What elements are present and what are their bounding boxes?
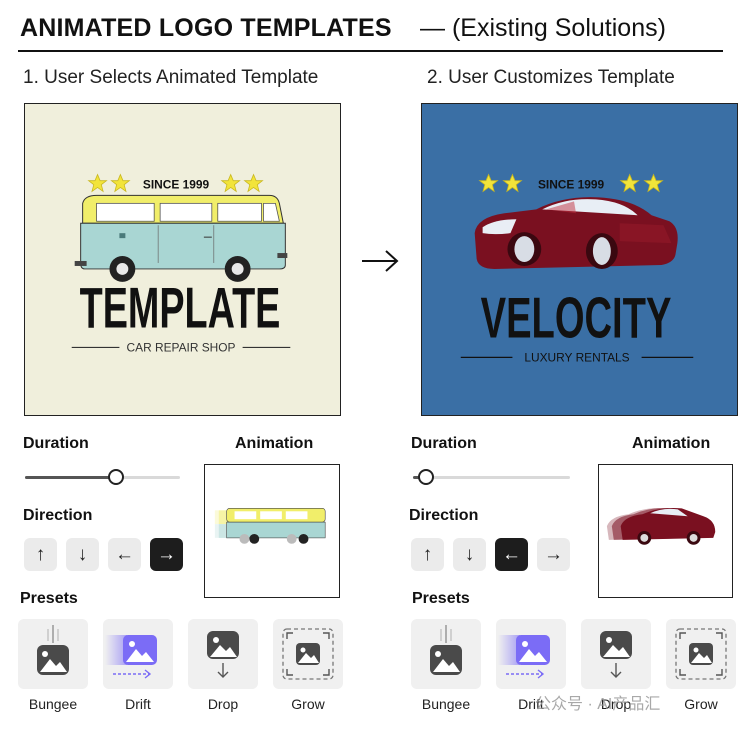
direction-label: Direction (409, 507, 479, 524)
arrow-right-icon (362, 250, 399, 272)
watermark: 公众号 · AI产品汇 (535, 696, 661, 713)
preset-grow[interactable]: Grow (666, 619, 736, 712)
preset-bungee[interactable]: Bungee (411, 619, 481, 712)
velocity-logo: SINCE 1999 VELOCITY LUXURY RENTALS (460, 173, 694, 364)
template-logo-preview[interactable]: SINCE 1999 TEMPLATE CAR REPAIR SHOP (24, 103, 341, 416)
preset-name: Bungee (28, 696, 78, 712)
presets-label: Presets (412, 590, 470, 607)
direction-right-button[interactable]: → (150, 538, 183, 571)
preset-bungee[interactable]: Bungee (18, 619, 88, 712)
animation-preview (598, 464, 733, 598)
direction-down-button[interactable]: ↓ (453, 538, 486, 571)
direction-left-button[interactable]: ← (108, 538, 141, 571)
slider-track (413, 476, 570, 479)
stars-icon (87, 173, 264, 193)
preset-name: Drop (600, 696, 632, 712)
logo-since: SINCE 1999 (538, 177, 605, 191)
direction-up-button[interactable]: ↑ (24, 538, 57, 571)
grow-icon (273, 619, 343, 689)
duration-slider[interactable] (413, 467, 570, 487)
preset-name: Drift (125, 696, 151, 712)
preset-list: Bungee Drift (411, 619, 736, 712)
slider-knob[interactable] (418, 469, 434, 485)
preset-name: Grow (684, 696, 718, 712)
step2-heading: 2. User Customizes Template (427, 67, 675, 88)
logo-tagline: LUXURY RENTALS (524, 350, 629, 364)
duration-slider[interactable] (25, 467, 180, 487)
presets-label: Presets (20, 590, 78, 607)
preset-name: Grow (291, 696, 325, 712)
step1-heading: 1. User Selects Animated Template (23, 67, 319, 88)
template-logo: SINCE 1999 TEMPLATE CAR REPAIR SHOP (71, 173, 291, 354)
bungee-icon (411, 619, 481, 689)
drift-icon (103, 619, 173, 689)
van-icon (74, 194, 288, 282)
car-drift-preview (606, 507, 716, 545)
preset-grow[interactable]: Grow (273, 619, 343, 712)
direction-buttons: ↑ ↓ ← → (411, 538, 570, 571)
customized-logo-preview[interactable]: SINCE 1999 VELOCITY LUXURY RENTALS (421, 103, 738, 416)
duration-label: Duration (23, 435, 89, 452)
preset-drift[interactable]: Drift (496, 619, 566, 712)
direction-buttons: ↑ ↓ ← → (24, 538, 183, 571)
logo-name: TEMPLATE (80, 277, 281, 341)
sports-car-icon (474, 197, 678, 269)
animation-label: Animation (235, 435, 314, 452)
direction-label: Direction (23, 507, 93, 524)
stars-icon (478, 173, 664, 193)
direction-right-button[interactable]: → (537, 538, 570, 571)
direction-up-button[interactable]: ↑ (411, 538, 444, 571)
preset-name: Drift (518, 696, 544, 712)
slider-fill (25, 476, 116, 479)
preset-drift[interactable]: Drift (103, 619, 173, 712)
preset-drop[interactable]: Drop (581, 619, 651, 712)
animation-label: Animation (632, 435, 711, 452)
preset-list: Bungee Drift (18, 619, 343, 712)
grow-icon (666, 619, 736, 689)
animation-preview (204, 464, 340, 598)
preset-name: Drop (207, 696, 239, 712)
bungee-icon (18, 619, 88, 689)
logo-name: VELOCITY (481, 286, 672, 350)
direction-left-button[interactable]: ← (495, 538, 528, 571)
logo-since: SINCE 1999 (143, 177, 210, 191)
direction-down-button[interactable]: ↓ (66, 538, 99, 571)
van-drift-preview (214, 508, 326, 544)
preset-drop[interactable]: Drop (188, 619, 258, 712)
duration-label: Duration (411, 435, 477, 452)
logo-tagline: CAR REPAIR SHOP (127, 340, 236, 354)
page-title: ANIMATED LOGO TEMPLATES (20, 14, 392, 42)
drop-icon (188, 619, 258, 689)
page-subtitle: — (Existing Solutions) (420, 14, 666, 42)
drop-icon (581, 619, 651, 689)
slider-knob[interactable] (108, 469, 124, 485)
drift-icon (496, 619, 566, 689)
page-header: ANIMATED LOGO TEMPLATES — (Existing Solu… (18, 12, 723, 52)
preset-name: Bungee (421, 696, 471, 712)
